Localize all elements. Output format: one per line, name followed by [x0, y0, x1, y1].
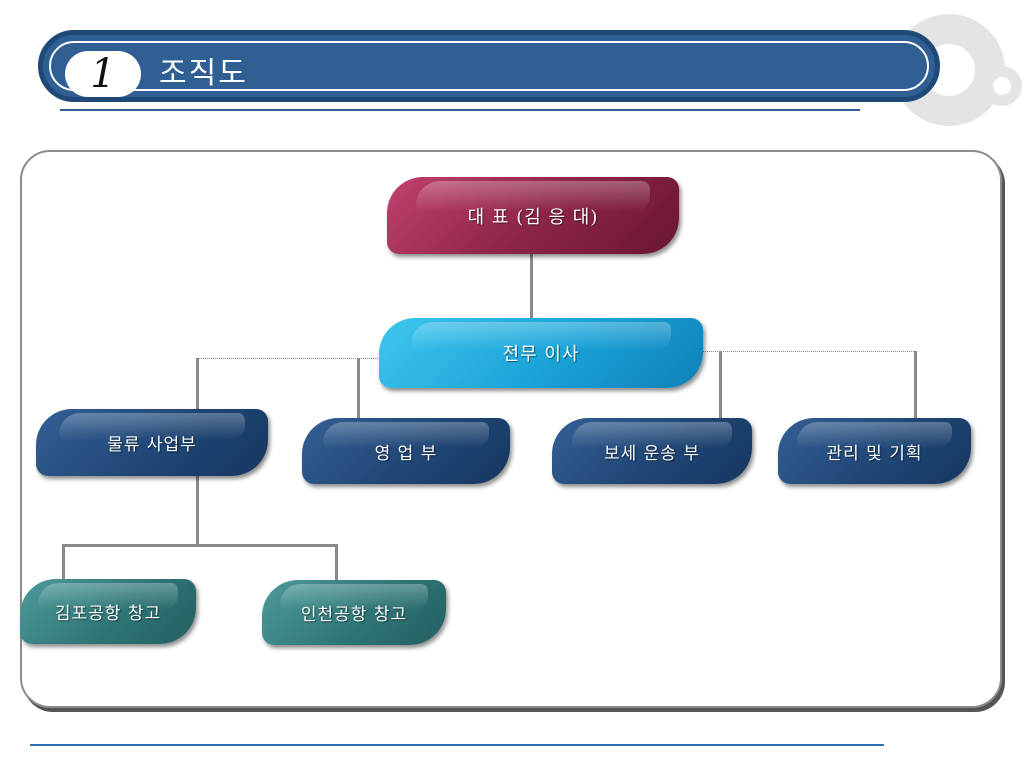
section-number: 1: [90, 51, 116, 97]
node-admin-planning: 관리 및 기획: [778, 418, 971, 484]
node-sales-department: 영 업 부: [302, 418, 510, 484]
node-sales-department-label: 영 업 부: [374, 443, 438, 464]
node-incheon-airport-warehouse-label: 인천공항 창고: [300, 605, 408, 625]
connector-logistics-down: [196, 476, 199, 545]
connector-ceo-director: [530, 254, 533, 318]
node-bonded-transport-department: 보세 운송 부: [552, 418, 752, 484]
node-admin-planning-label: 관리 및 기획: [826, 443, 923, 464]
node-incheon-airport-warehouse: 인천공항 창고: [262, 580, 446, 645]
section-number-badge: 1: [65, 51, 141, 97]
node-ceo: 대 표 (김 응 대): [387, 177, 679, 254]
title-banner-inner-border: 1 조직도: [49, 41, 929, 97]
decorative-ring-small: [982, 66, 1022, 106]
connector-warehouse-bar: [62, 544, 338, 547]
connector-to-admin-planning: [914, 351, 917, 433]
node-managing-director: 전무 이사: [379, 318, 703, 388]
connector-to-incheon: [335, 544, 338, 581]
title-banner: 1 조직도: [38, 30, 940, 102]
connector-director-right-branch: [677, 351, 916, 352]
connector-to-sales: [357, 358, 360, 418]
node-logistics-division: 물류 사업부: [36, 409, 268, 476]
header-divider: [60, 109, 860, 111]
node-ceo-label: 대 표 (김 응 대): [467, 206, 599, 228]
node-managing-director-label: 전무 이사: [502, 344, 580, 365]
page-title: 조직도: [159, 56, 248, 91]
connector-to-gimpo: [62, 544, 65, 580]
connector-director-left-branch: [197, 358, 380, 359]
node-gimpo-airport-warehouse-label: 김포공항 창고: [54, 604, 162, 624]
node-gimpo-airport-warehouse: 김포공항 창고: [20, 579, 196, 644]
node-logistics-division-label: 물류 사업부: [107, 435, 197, 455]
connector-to-bonded-transport: [719, 351, 722, 418]
connector-to-logistics: [196, 358, 199, 410]
footer-divider: [30, 744, 884, 746]
node-bonded-transport-department-label: 보세 운송 부: [603, 443, 700, 464]
